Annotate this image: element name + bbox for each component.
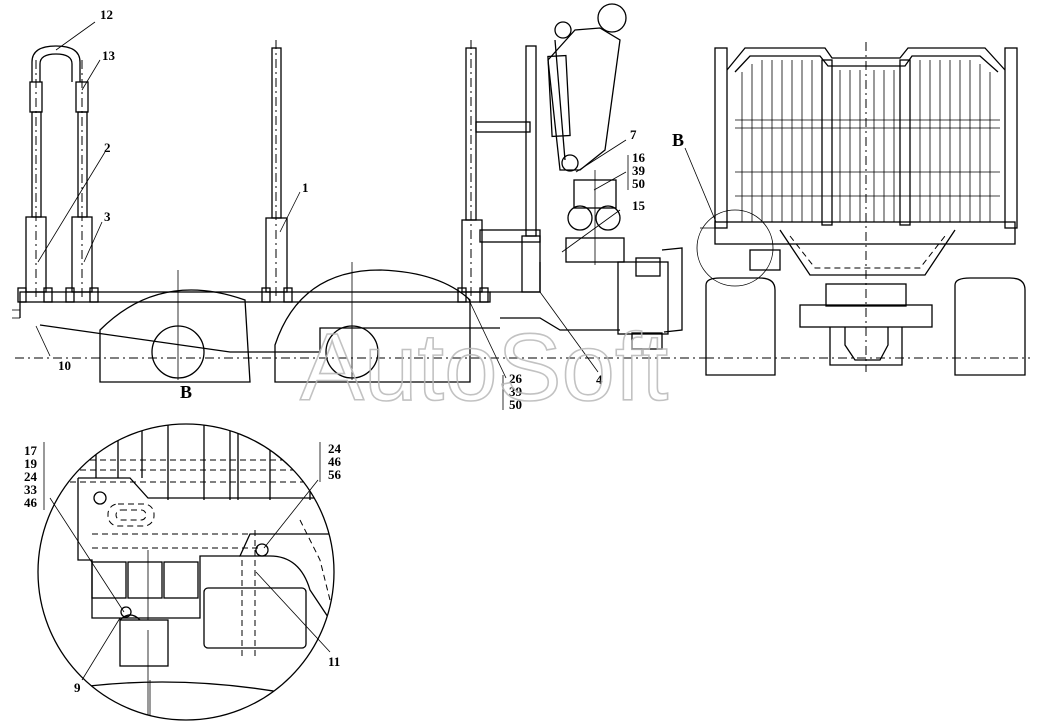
label-13: 13	[102, 48, 116, 63]
side-view: 12 13 2 3 1 10 7 16 39 50 15 4 26 39 50 …	[12, 3, 720, 412]
view-b-marker-bottom: B	[180, 382, 192, 402]
label-17: 17	[24, 443, 38, 458]
label-56: 56	[328, 467, 342, 482]
label-2: 2	[104, 140, 111, 155]
label-11: 11	[328, 654, 340, 669]
label-33: 33	[24, 482, 38, 497]
label-1: 1	[302, 180, 309, 195]
label-12: 12	[100, 7, 113, 22]
label-10: 10	[58, 358, 71, 373]
label-39b: 39	[509, 384, 523, 399]
label-50b: 50	[509, 397, 522, 412]
label-26: 26	[509, 371, 523, 386]
label-24b: 24	[328, 441, 342, 456]
label-7: 7	[630, 127, 637, 142]
label-39: 39	[632, 163, 646, 178]
label-46b: 46	[328, 454, 342, 469]
label-15: 15	[632, 198, 646, 213]
label-19: 19	[24, 456, 38, 471]
label-46: 46	[24, 495, 38, 510]
watermark: AutoSoft	[300, 314, 668, 421]
label-4: 4	[596, 372, 603, 387]
label-16: 16	[632, 150, 646, 165]
label-24: 24	[24, 469, 38, 484]
label-3: 3	[104, 209, 111, 224]
label-9: 9	[74, 680, 81, 695]
rear-view: B	[672, 42, 1030, 376]
detail-view-b: 17 19 24 33 46 24 46 56 9 11	[24, 423, 342, 721]
view-b-marker-top: B	[672, 130, 684, 150]
label-50: 50	[632, 176, 645, 191]
